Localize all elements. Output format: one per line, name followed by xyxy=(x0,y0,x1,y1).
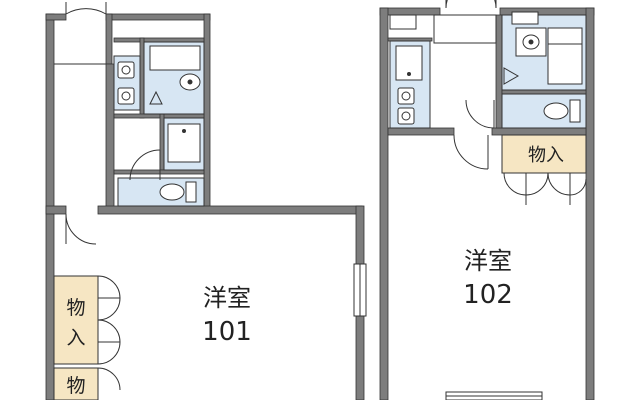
unit-101: 物 入 物 洋室 101 xyxy=(45,2,367,400)
unit-101-storage-label-1-line-2: 入 xyxy=(66,327,85,349)
unit-102-room-number: 102 xyxy=(463,280,513,310)
kitchen-sink-icon xyxy=(395,45,423,81)
unit-101-room-type: 洋室 xyxy=(203,284,251,312)
unit-101-interior-doors xyxy=(65,149,161,245)
stove-icon xyxy=(397,87,415,125)
washbasin-icon xyxy=(179,73,201,91)
unit-101-window xyxy=(353,263,367,317)
toilet-icon xyxy=(159,181,197,203)
stove-icon xyxy=(117,61,135,105)
unit-102-closet-doors xyxy=(503,172,587,205)
washer-icon xyxy=(503,67,520,85)
washer-icon xyxy=(511,11,539,25)
washer-icon xyxy=(149,90,163,105)
unit-102-genkan xyxy=(433,14,497,44)
shower-drain-icon xyxy=(182,129,186,133)
toilet-icon xyxy=(543,99,581,123)
unit-101-closet-doors xyxy=(97,275,121,391)
unit-101-room-number: 101 xyxy=(202,317,252,347)
unit-102-storage-label: 物入 xyxy=(528,145,564,166)
unit-101-closet-2 xyxy=(53,367,99,400)
unit-102-shoe-box xyxy=(389,14,417,30)
unit-102: 物入 洋室 102 xyxy=(379,0,595,400)
unit-102-closet xyxy=(501,134,587,174)
unit-101-entry-door xyxy=(65,2,107,15)
unit-101-closet-1 xyxy=(53,275,99,365)
unit-102-interior-doors xyxy=(453,99,495,170)
bathtub-icon xyxy=(547,27,583,85)
unit-101-storage-label-2: 物 xyxy=(66,375,85,397)
bathtub-icon xyxy=(149,45,201,71)
unit-101-storage-label-1-line-1: 物 xyxy=(66,297,85,319)
washbasin-icon xyxy=(515,27,547,57)
unit-102-window xyxy=(445,391,543,400)
unit-102-room-type: 洋室 xyxy=(464,247,512,275)
unit-102-entry-door xyxy=(445,0,497,9)
